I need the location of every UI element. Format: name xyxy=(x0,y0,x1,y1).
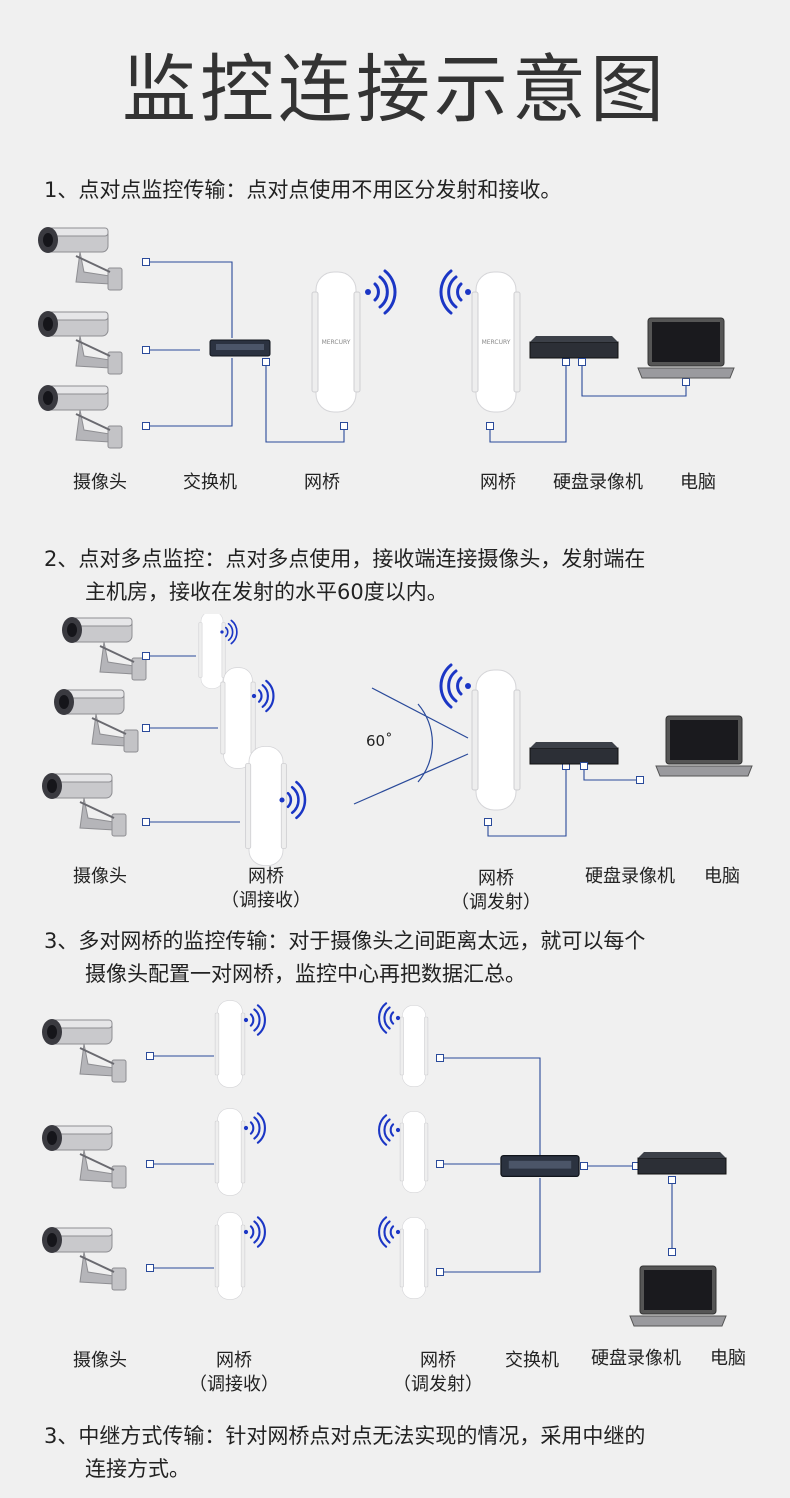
camera-icon xyxy=(41,1018,127,1083)
camera-icon xyxy=(37,226,123,291)
signal-icon xyxy=(439,663,473,709)
camera-icon xyxy=(41,1124,127,1189)
section4-line1: 3、中继方式传输：针对网桥点对点无法实现的情况，采用中继的 xyxy=(44,1424,646,1448)
camera-icon xyxy=(53,688,139,753)
bridge-icon xyxy=(214,1000,246,1088)
signal-icon xyxy=(439,269,473,315)
laptop-icon xyxy=(637,317,735,379)
bridge-brand: MERCURY xyxy=(322,339,351,346)
label-computer: 电脑 xyxy=(704,866,740,887)
bridge-icon xyxy=(399,1111,429,1193)
label-nvr: 硬盘录像机 xyxy=(553,472,643,493)
section3-line2: 摄像头配置一对网桥，监控中心再把数据汇总。 xyxy=(85,962,526,986)
angle-arc xyxy=(417,703,434,783)
camera-icon xyxy=(41,1226,127,1291)
label-bridge: 网桥 xyxy=(420,1350,456,1371)
page-title: 监控连接示意图 xyxy=(122,47,668,133)
signal-icon xyxy=(242,1112,266,1144)
cable xyxy=(489,362,567,443)
cable xyxy=(265,358,345,443)
label-camera: 摄像头 xyxy=(73,472,127,493)
camera-icon xyxy=(41,772,127,837)
signal-icon xyxy=(378,1216,402,1248)
section3-text: 3、多对网桥的监控传输：对于摄像头之间距离太远，就可以每个 摄像头配置一对网桥，… xyxy=(44,925,754,991)
nvr-icon xyxy=(637,1151,727,1175)
bridge-brand: MERCURY xyxy=(482,339,511,346)
cable xyxy=(146,261,233,338)
nvr-icon xyxy=(529,335,619,359)
signal-icon xyxy=(242,1004,266,1036)
signal-icon xyxy=(242,1216,266,1248)
section4-line2: 连接方式。 xyxy=(85,1457,190,1481)
cable xyxy=(440,1057,541,1158)
label-transmit-mode: （调发射） xyxy=(393,1374,483,1395)
label-switch: 交换机 xyxy=(183,472,237,493)
section3-line1: 3、多对网桥的监控传输：对于摄像头之间距离太远，就可以每个 xyxy=(44,929,646,953)
laptop-icon xyxy=(655,715,753,777)
angle-line xyxy=(353,753,469,805)
switch-icon xyxy=(209,339,271,357)
cable xyxy=(583,766,640,781)
bridge-icon xyxy=(220,667,256,769)
cable xyxy=(487,766,567,837)
section2-line1: 2、点对多点监控：点对多点使用，接收端连接摄像头，发射端在 xyxy=(44,547,646,571)
bridge-icon xyxy=(399,1217,429,1299)
label-receive-mode: （调接收） xyxy=(221,890,311,911)
label-bridge: 网桥 xyxy=(480,472,516,493)
camera-icon xyxy=(37,384,123,449)
signal-icon xyxy=(378,1114,402,1146)
diagram-point-to-multipoint: 60˚ 摄像头 网桥 （调接收） 网桥 （调发射） 硬盘录像机 电脑 xyxy=(41,614,753,913)
label-switch: 交换机 xyxy=(505,1350,559,1371)
bridge-icon xyxy=(399,1005,429,1087)
bridge-icon xyxy=(198,614,226,689)
label-bridge: 网桥 xyxy=(216,1350,252,1371)
label-transmit-mode: （调发射） xyxy=(451,892,541,913)
label-computer: 电脑 xyxy=(680,472,716,493)
laptop-icon xyxy=(629,1265,727,1327)
section4-text: 3、中继方式传输：针对网桥点对点无法实现的情况，采用中继的 连接方式。 xyxy=(44,1420,754,1486)
diagram-point-to-point: MERCURY MERCURY 摄像头 交换机 网桥 网桥 硬盘录像机 电脑 xyxy=(37,226,735,493)
diagram-multi-bridge: 摄像头 网桥 （调接收） 网桥 （调发射） 交换机 硬盘录像机 电脑 xyxy=(41,1000,746,1395)
section2-line2: 主机房，接收在发射的水平60度以内。 xyxy=(85,580,448,604)
label-nvr: 硬盘录像机 xyxy=(585,866,675,887)
angle-label: 60˚ xyxy=(366,732,393,750)
cable xyxy=(440,1178,541,1273)
cable xyxy=(146,358,233,427)
camera-icon xyxy=(61,616,147,681)
label-nvr: 硬盘录像机 xyxy=(591,1348,681,1369)
signal-icon xyxy=(378,1002,402,1034)
label-bridge: 网桥 xyxy=(478,868,514,889)
nvr-icon xyxy=(529,741,619,765)
section1-text: 1、点对点监控传输：点对点使用不用区分发射和接收。 xyxy=(44,178,562,202)
camera-icon xyxy=(37,310,123,375)
signal-icon xyxy=(363,269,397,315)
label-receive-mode: （调接收） xyxy=(189,1374,279,1395)
bridge-icon xyxy=(471,669,521,811)
label-bridge: 网桥 xyxy=(248,866,284,887)
label-computer: 电脑 xyxy=(710,1348,746,1369)
cable xyxy=(581,362,687,397)
label-camera: 摄像头 xyxy=(73,866,127,887)
angle-line xyxy=(371,687,469,739)
label-camera: 摄像头 xyxy=(73,1350,127,1371)
switch-icon xyxy=(500,1154,580,1178)
section2-text: 2、点对多点监控：点对多点使用，接收端连接摄像头，发射端在 主机房，接收在发射的… xyxy=(44,543,754,609)
bridge-icon xyxy=(214,1212,246,1300)
bridge-icon xyxy=(214,1108,246,1196)
bridge-icon xyxy=(245,746,287,866)
label-bridge: 网桥 xyxy=(304,472,340,493)
